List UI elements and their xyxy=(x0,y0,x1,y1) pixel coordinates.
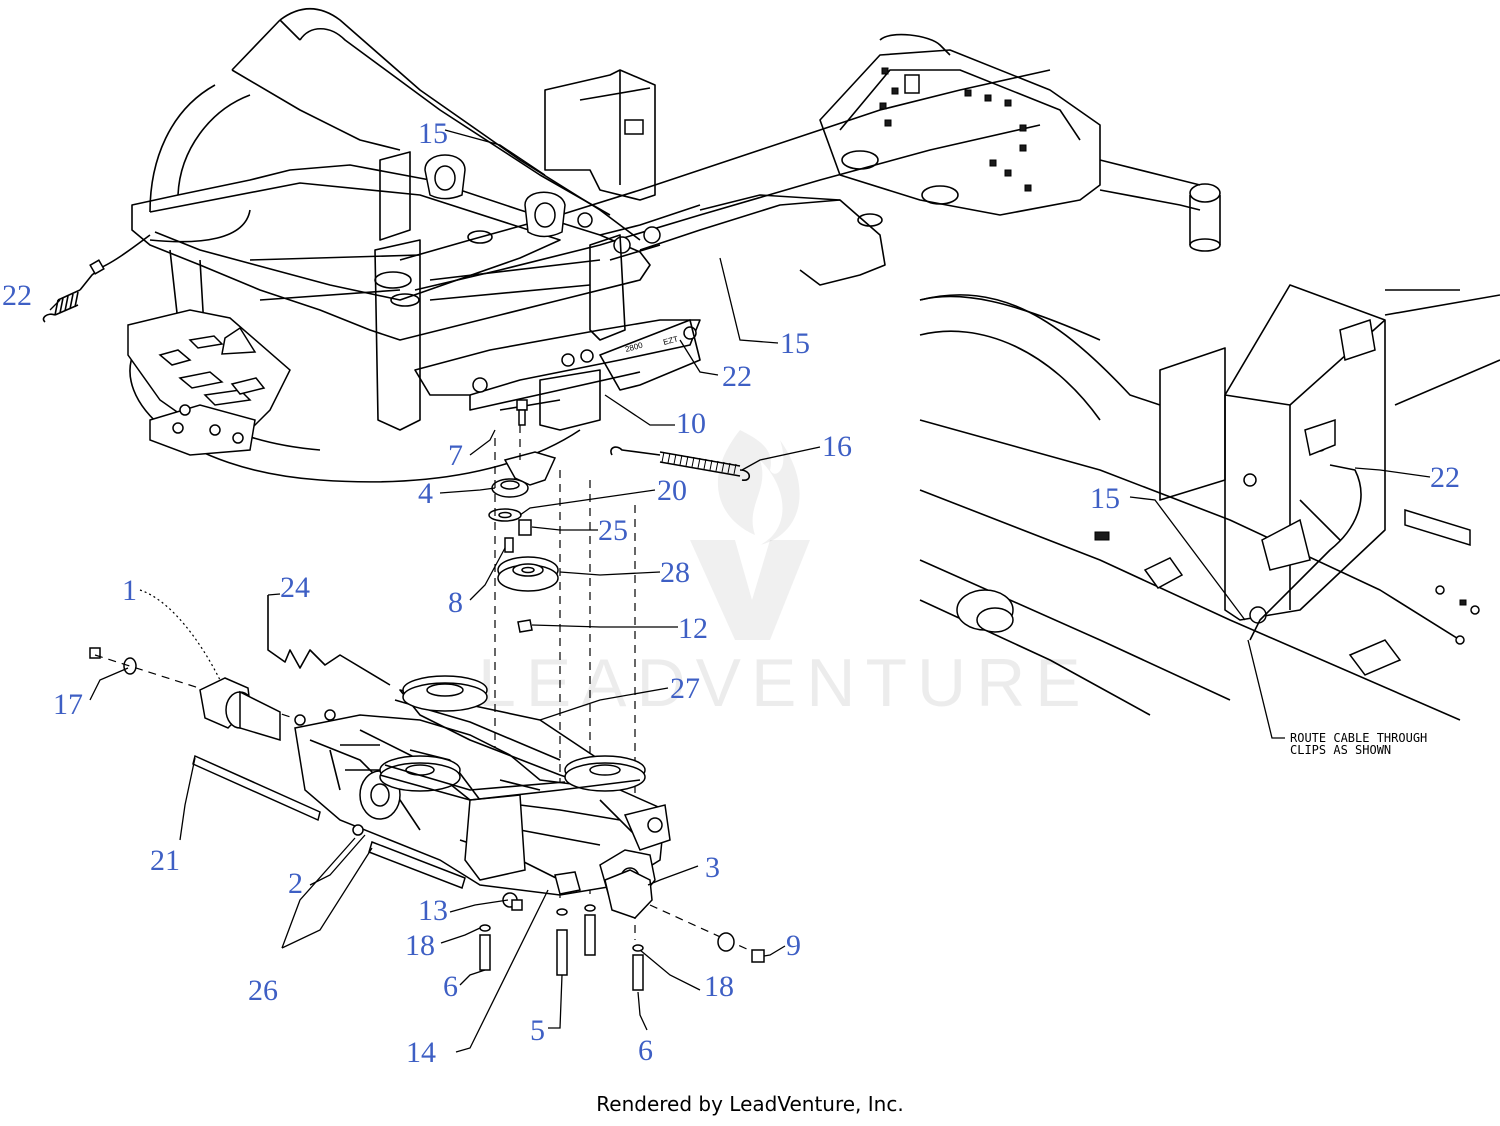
callout-24: 24 xyxy=(280,571,310,604)
callout-5: 5 xyxy=(530,1014,545,1047)
callout-10: 10 xyxy=(676,407,706,440)
front-skid-plate xyxy=(127,309,291,456)
bracket-brand-label: EZT xyxy=(662,334,679,347)
footer-credit: Rendered by LeadVenture, Inc. xyxy=(596,1092,904,1116)
mounting-bolts xyxy=(479,899,644,991)
detail-inset: ROUTE CABLE THROUGH CLIPS AS SHOWN xyxy=(919,284,1500,757)
mower-frame: 2800 EZT xyxy=(94,8,1221,483)
callout-15-top: 15 xyxy=(418,117,448,150)
callout-6-left: 6 xyxy=(443,970,458,1003)
deck-slots xyxy=(879,67,1032,192)
callout-13: 13 xyxy=(418,894,448,927)
callout-9: 9 xyxy=(786,929,801,962)
left-axle-hub xyxy=(89,589,301,742)
callout-numbers: 15 15 22 22 10 7 16 4 20 25 28 8 12 1 24… xyxy=(2,117,1460,1069)
callout-27: 27 xyxy=(670,672,700,705)
callout-17: 17 xyxy=(53,688,83,721)
callout-15-inset: 15 xyxy=(1090,482,1120,515)
pump-spring xyxy=(610,446,751,481)
callout-3: 3 xyxy=(705,851,720,884)
callout-8: 8 xyxy=(448,586,463,619)
callout-26: 26 xyxy=(248,974,278,1007)
callout-22-mid: 22 xyxy=(722,360,752,393)
callout-15-right: 15 xyxy=(780,327,810,360)
callout-4: 4 xyxy=(418,477,433,510)
callout-7: 7 xyxy=(448,439,463,472)
callout-12: 12 xyxy=(678,612,708,645)
leadventure-watermark: LEADVENTURE xyxy=(478,430,1091,721)
right-axle-hub xyxy=(604,869,765,963)
cable-24 xyxy=(267,595,391,686)
callout-16: 16 xyxy=(822,430,852,463)
watermark-text: LEADVENTURE xyxy=(478,645,1091,721)
callout-20: 20 xyxy=(657,474,687,507)
drive-belt-and-pulleys xyxy=(379,675,646,801)
callout-14: 14 xyxy=(406,1036,436,1069)
callout-22-left: 22 xyxy=(2,279,32,312)
route-cable-note-line2: CLIPS AS SHOWN xyxy=(1290,743,1391,757)
callout-28: 28 xyxy=(660,556,690,589)
axle-rod-26 xyxy=(368,841,466,889)
callout-25: 25 xyxy=(598,514,628,547)
callout-6-bottom: 6 xyxy=(638,1034,653,1067)
left-return-spring xyxy=(42,259,105,323)
callout-2: 2 xyxy=(288,867,303,900)
callout-22-inset: 22 xyxy=(1430,461,1460,494)
route-cable-note-line1: ROUTE CABLE THROUGH xyxy=(1290,731,1427,745)
callout-1: 1 xyxy=(122,574,137,607)
bracket-model-label: 2800 xyxy=(624,340,644,353)
callout-21: 21 xyxy=(150,844,180,877)
callout-18-right: 18 xyxy=(704,970,734,1003)
callout-18-left: 18 xyxy=(405,929,435,962)
leader-lines xyxy=(49,129,1431,1053)
